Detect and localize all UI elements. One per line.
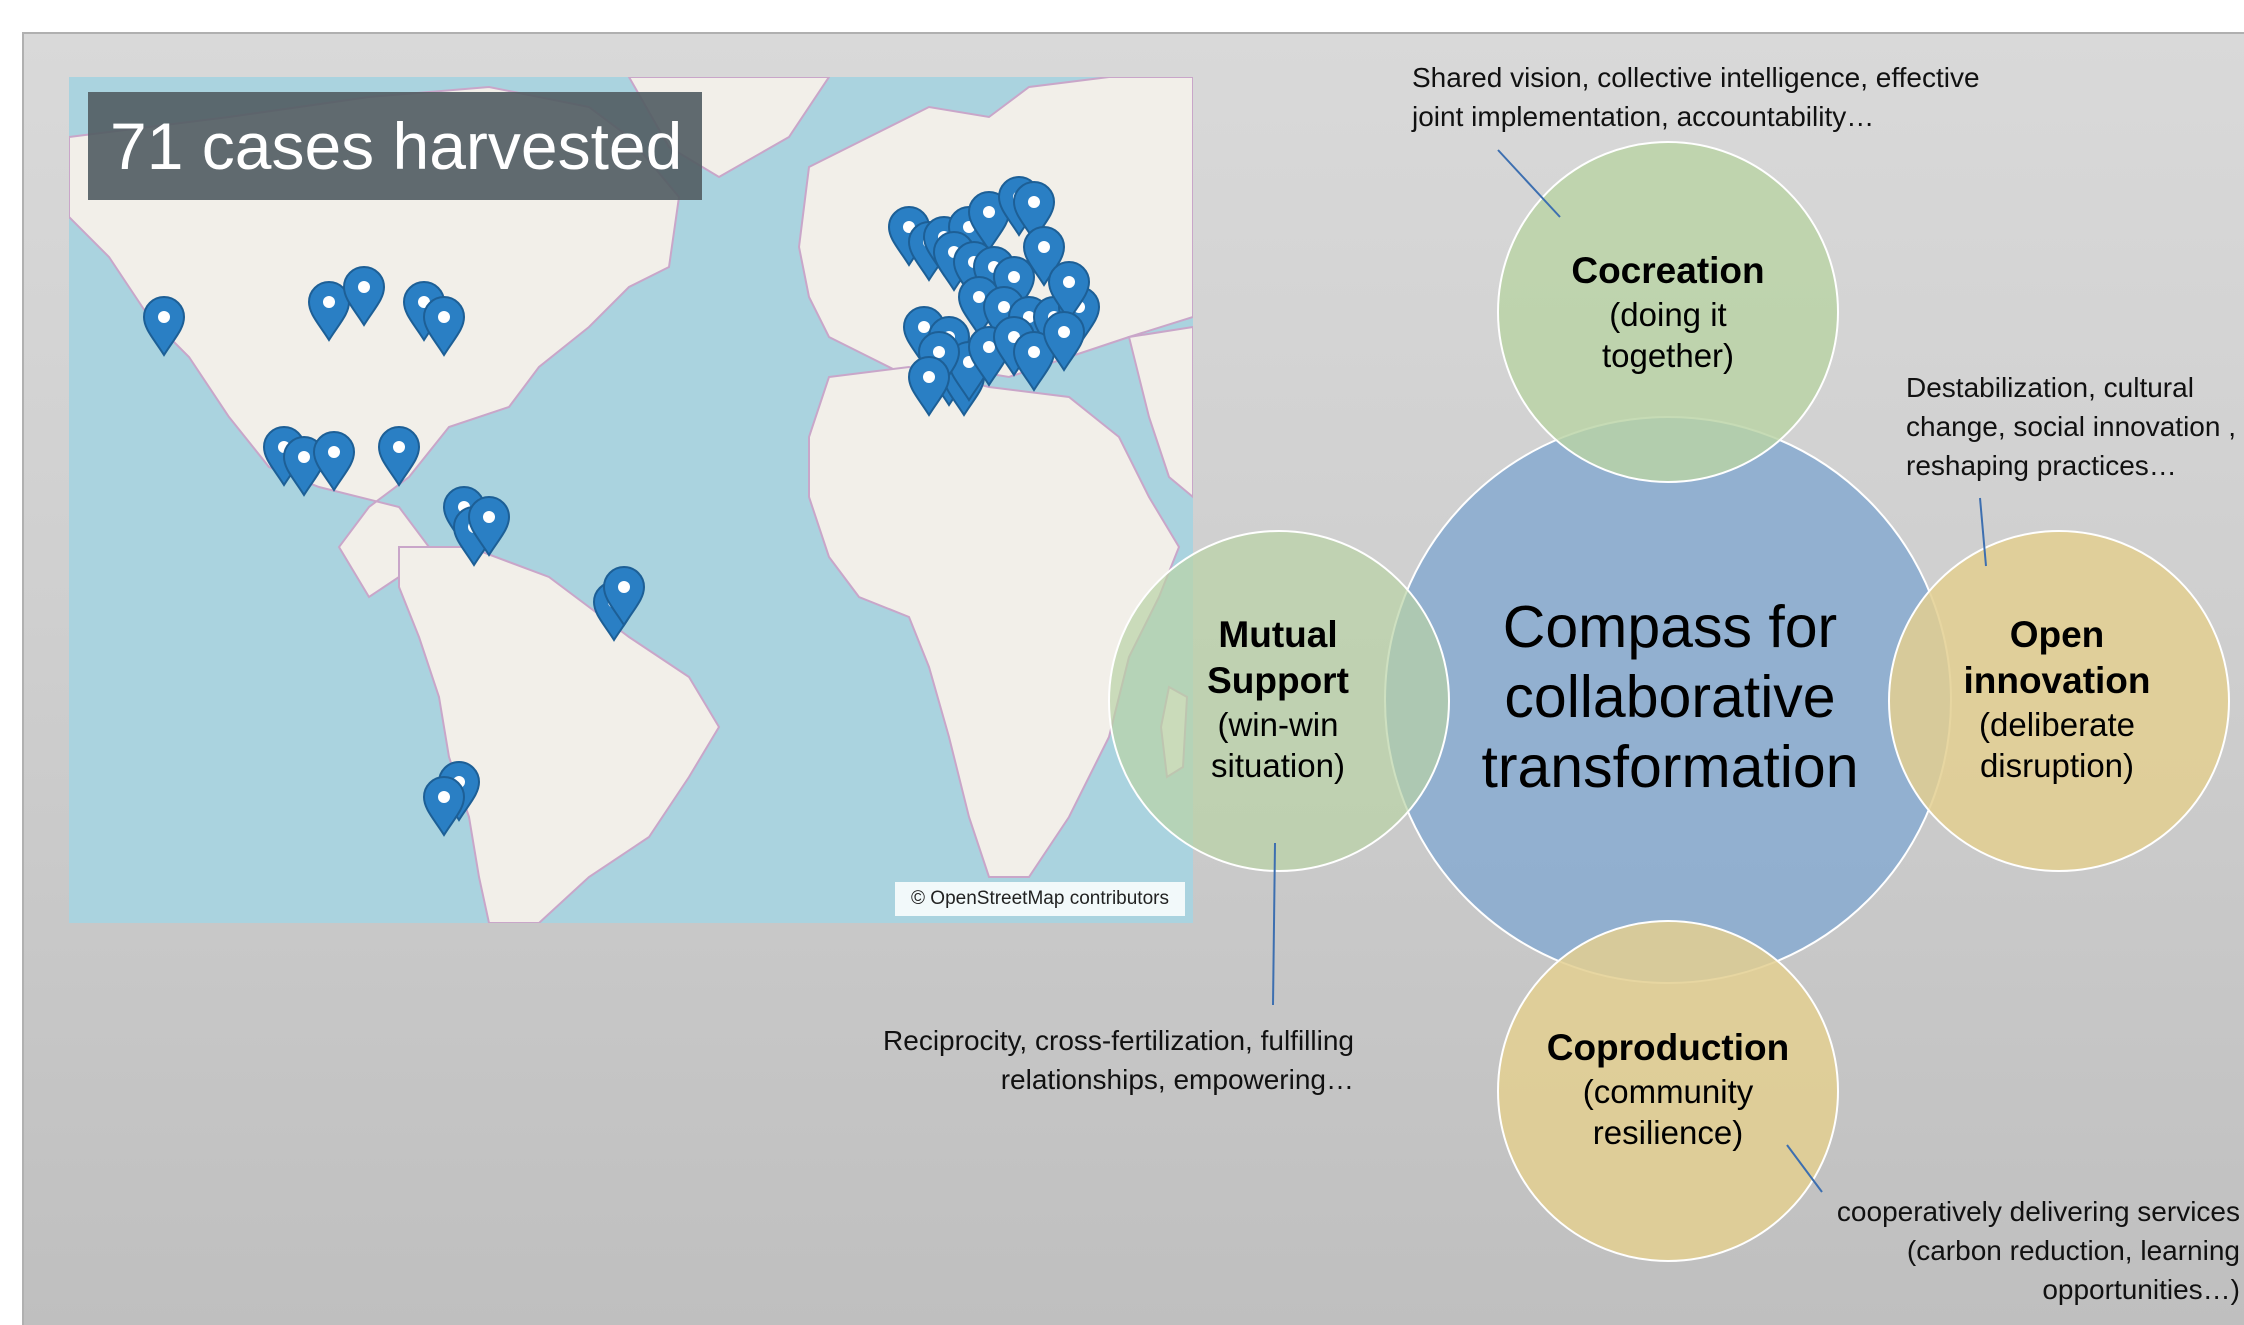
map-marker-dot: [323, 296, 335, 308]
coproduction-connector: [1786, 1144, 1823, 1193]
map-marker-icon[interactable]: [342, 266, 386, 327]
mutual-support-note: Reciprocity, cross-fertilization, fulfil…: [883, 1025, 1354, 1095]
map-marker-dot: [998, 301, 1010, 313]
map-marker-dot: [1008, 271, 1020, 283]
map-marker-dot: [1063, 276, 1075, 288]
map-marker-dot: [1038, 241, 1050, 253]
cocreation-connector: [1497, 149, 1561, 218]
map-pins: [142, 176, 1101, 837]
map-marker-dot: [1058, 326, 1070, 338]
map-marker-dot: [618, 581, 630, 593]
open-innovation-circle: [1888, 530, 2230, 872]
map-marker-dot: [158, 311, 170, 323]
open-innovation-note: Destabilization, cultural change, social…: [1906, 372, 2236, 481]
map-marker-dot: [918, 321, 930, 333]
cases-harvested-banner: 71 cases harvested: [88, 92, 702, 200]
coproduction-label: Coproduction (community resilience): [1546, 1027, 1790, 1151]
map-marker-dot: [358, 281, 370, 293]
map-marker-dot: [983, 206, 995, 218]
map-marker-dot: [1028, 196, 1040, 208]
map-marker-icon[interactable]: [1042, 311, 1086, 372]
map-marker-icon[interactable]: [1012, 331, 1056, 392]
map-marker-dot: [923, 371, 935, 383]
map-marker-icon[interactable]: [307, 281, 351, 342]
map-marker-icon[interactable]: [1022, 226, 1066, 287]
map-marker-icon[interactable]: [907, 356, 951, 417]
cocreation-label: Cocreation (doing it together): [1571, 250, 1765, 374]
center-title: Compass for collaborative transformation: [1481, 594, 1859, 800]
map-marker-icon[interactable]: [1012, 181, 1056, 242]
cocreation-circle: [1497, 141, 1839, 483]
map-marker-icon[interactable]: [312, 431, 356, 492]
map-marker-dot: [933, 346, 945, 358]
map-marker-icon[interactable]: [467, 496, 511, 557]
world-map-graphic: [69, 77, 1193, 923]
map-marker-icon[interactable]: [967, 191, 1011, 252]
map-marker-icon[interactable]: [1047, 261, 1091, 322]
map-marker-dot: [328, 446, 340, 458]
world-map[interactable]: [69, 77, 1193, 923]
cocreation-note: Shared vision, collective intelligence, …: [1412, 62, 1980, 132]
osm-attribution[interactable]: © OpenStreetMap contributors: [895, 882, 1185, 916]
map-marker-dot: [973, 291, 985, 303]
africa: [808, 365, 1181, 878]
map-marker-dot: [298, 451, 310, 463]
open-innovation-connector: [1979, 497, 1987, 567]
map-marker-dot: [438, 791, 450, 803]
map-marker-icon[interactable]: [422, 296, 466, 357]
mutual-support-circle: [1108, 530, 1450, 872]
coproduction-circle: [1497, 920, 1839, 1262]
open-innovation-label: Open innovation (deliberate disruption): [1963, 614, 2151, 784]
map-marker-dot: [483, 511, 495, 523]
map-marker-dot: [1028, 346, 1040, 358]
coproduction-note: cooperatively delivering services (carbo…: [1836, 1196, 2240, 1305]
map-marker-icon[interactable]: [377, 426, 421, 487]
map-marker-dot: [393, 441, 405, 453]
middle-east: [1127, 325, 1193, 499]
map-marker-icon[interactable]: [602, 566, 646, 627]
map-marker-icon[interactable]: [422, 776, 466, 837]
map-marker-dot: [983, 341, 995, 353]
map-marker-icon[interactable]: [142, 296, 186, 357]
mutual-support-connector: [1272, 842, 1276, 1006]
map-marker-dot: [438, 311, 450, 323]
mutual-support-label: Mutual Support (win-win situation): [1207, 614, 1349, 784]
